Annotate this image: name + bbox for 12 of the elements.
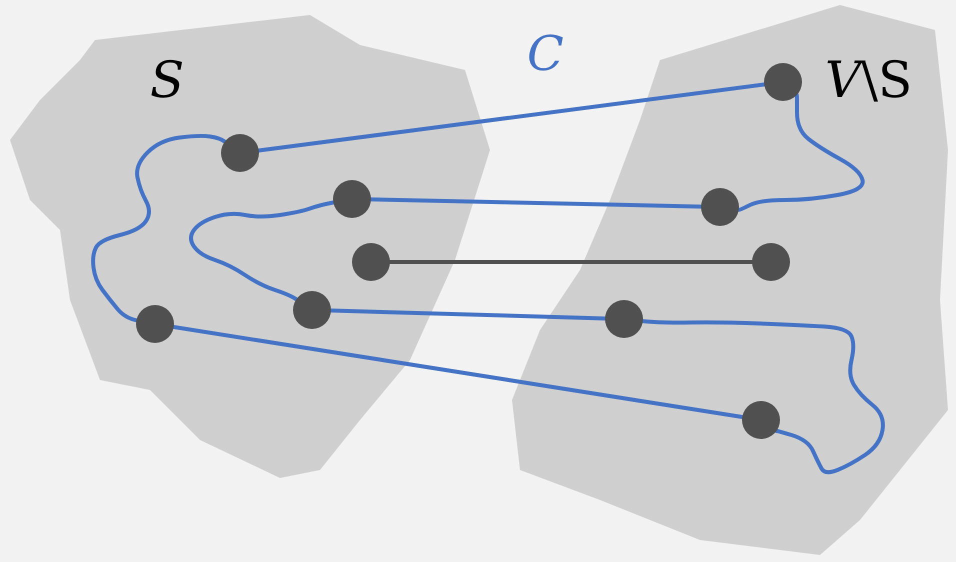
- graph-edge: [91, 134, 227, 322]
- graph-edge: [640, 319, 885, 474]
- graph-edge: [172, 324, 744, 420]
- graph-edge: [256, 82, 766, 153]
- set-label: S: [150, 55, 184, 105]
- graph-edge: [369, 197, 703, 209]
- graph-edge: [329, 308, 607, 320]
- graph-edge: [736, 92, 865, 212]
- set-label: V\S: [825, 55, 912, 105]
- cycle-label: C: [527, 30, 564, 78]
- graph-edge: [189, 200, 336, 302]
- graph-edge: [388, 260, 754, 264]
